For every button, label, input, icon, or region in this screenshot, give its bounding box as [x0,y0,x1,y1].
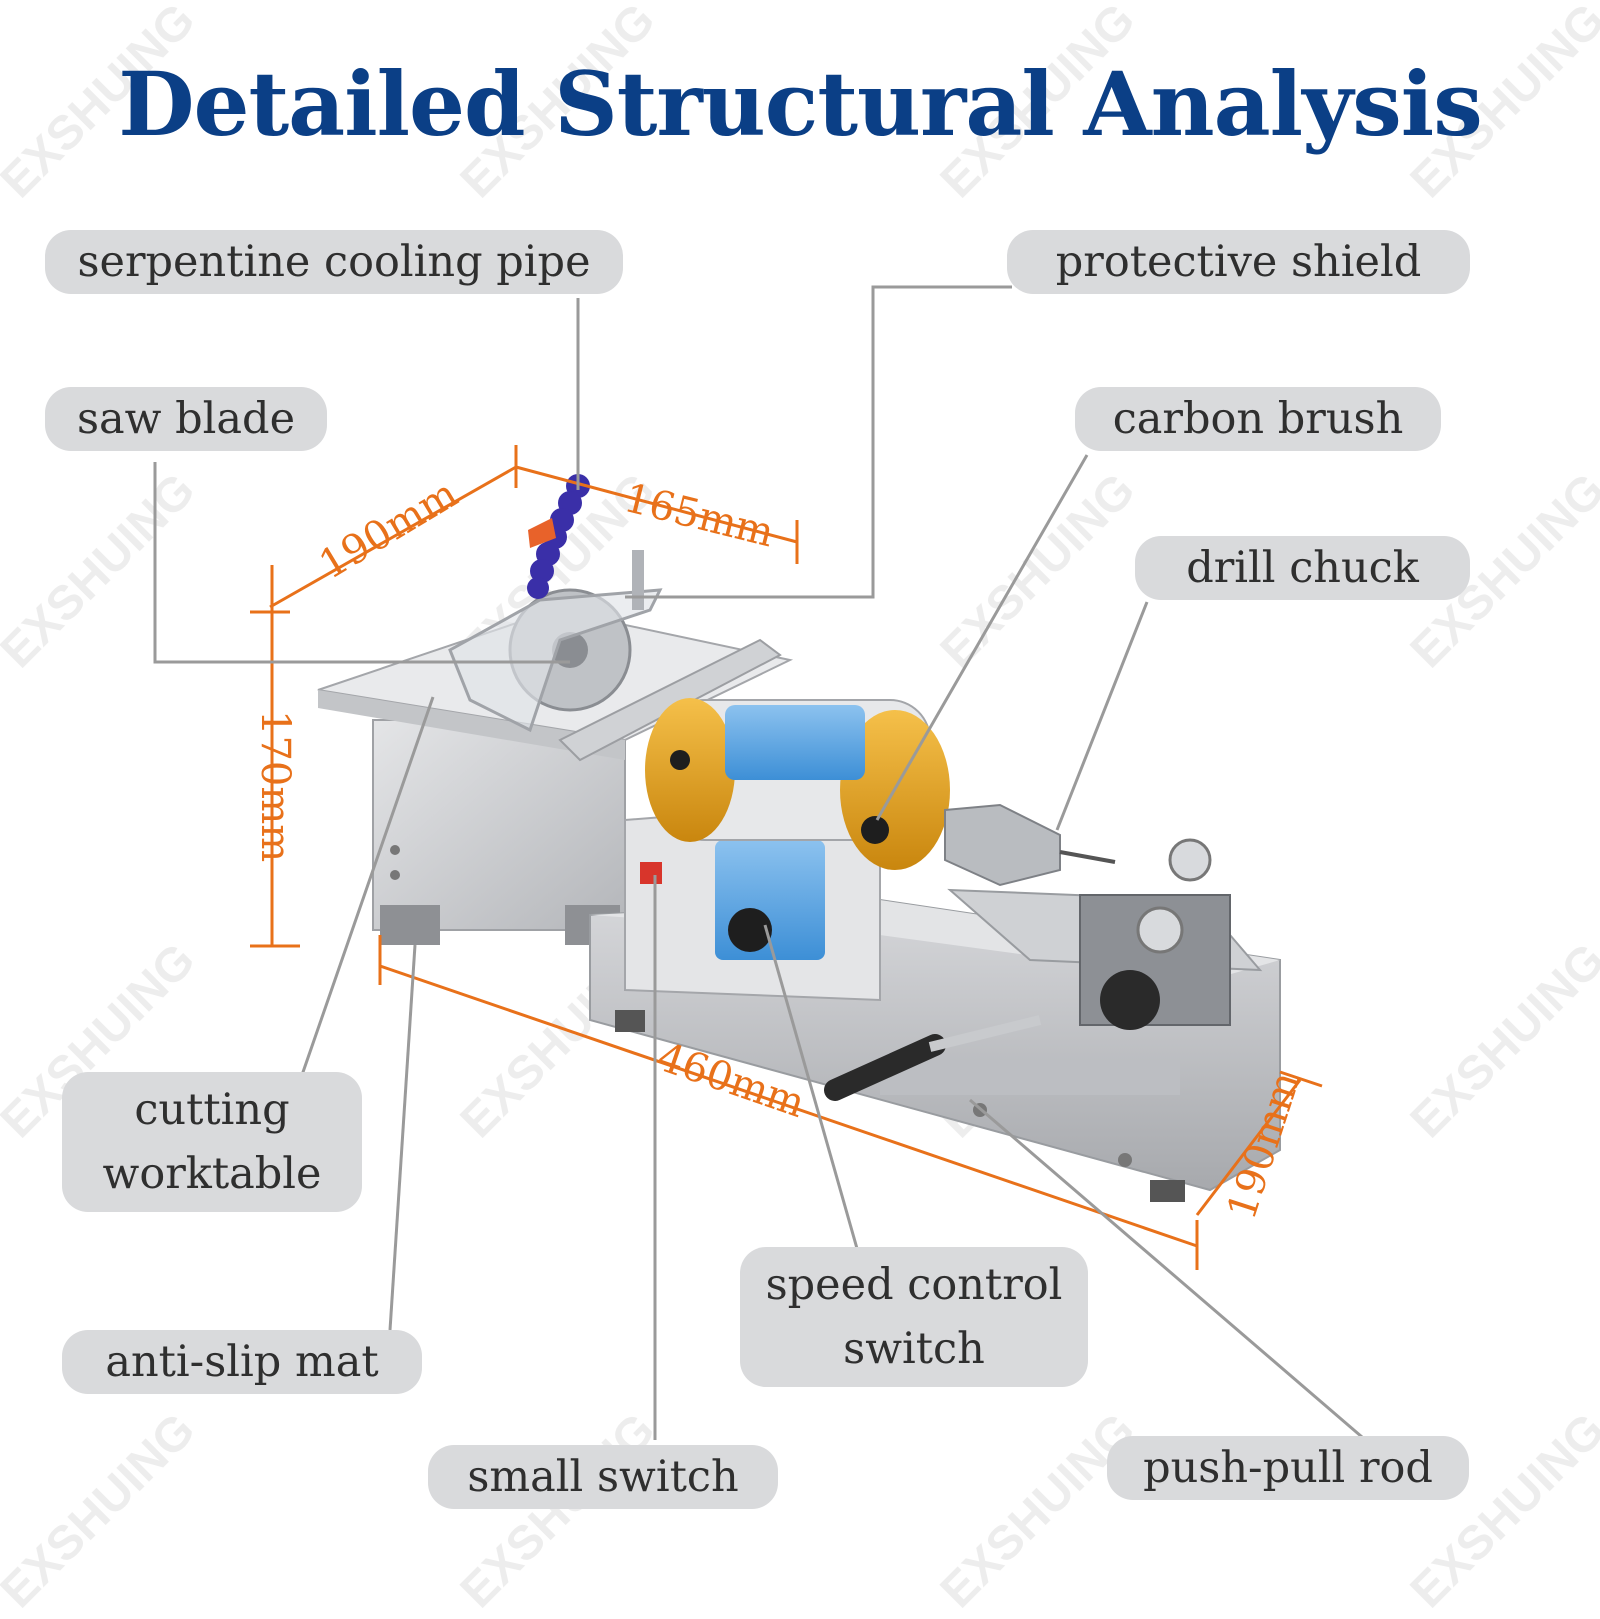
dimension-lines [250,445,1323,1270]
dimension-height: 170mm [252,710,298,862]
label-drill-chuck: drill chuck [1135,536,1470,600]
label-carbon-brush: carbon brush [1075,387,1441,451]
label-small-switch: small switch [428,1445,778,1509]
label-cutting-worktable-line2: worktable [102,1149,322,1199]
label-saw-blade: saw blade [45,387,327,451]
label-anti-slip-mat: anti-slip mat [62,1330,422,1394]
motor-pedestal [624,798,881,1002]
label-cutting-worktable: cutting worktable [62,1072,362,1212]
dimension-depth-top: 165mm [620,475,779,556]
cooling-pipe-graphic [527,474,590,599]
saw-blade-graphic [448,550,663,733]
drill-chuck-graphic [944,803,1116,887]
label-protective-shield: protective shield [1007,230,1470,294]
leader-lines [153,285,1363,1440]
vise-graphic [947,838,1263,1030]
label-speed-control-switch-line2: switch [843,1324,985,1374]
label-push-pull-rod: push-pull rod [1107,1436,1469,1500]
label-serpentine-cooling-pipe: serpentine cooling pipe [45,230,623,294]
rip-fence [558,638,782,762]
page-title: Detailed Structural Analysis [118,52,1483,156]
label-cutting-worktable-line1: cutting [134,1085,290,1135]
dimension-width-top: 190mm [311,471,465,589]
label-speed-control-switch: speed control switch [740,1247,1088,1387]
label-speed-control-switch-line1: speed control [765,1260,1063,1310]
push-pull-handle-graphic [824,1015,1042,1101]
